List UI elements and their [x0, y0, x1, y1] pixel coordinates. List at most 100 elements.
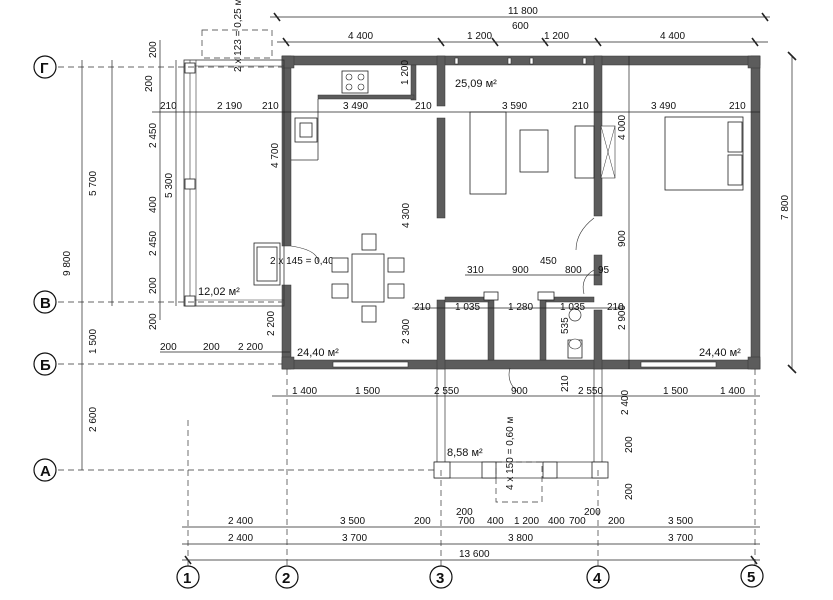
wall-axis3-mid: [436, 117, 446, 219]
dim-bottom-total: 13 600: [459, 549, 490, 560]
chair: [331, 283, 349, 299]
dim-210g: 210: [607, 302, 624, 313]
axis-marker-1: [176, 565, 200, 589]
wall-right: [750, 55, 761, 370]
dim-bottom-row1-9: 3 500: [668, 516, 693, 527]
window-3: [529, 57, 534, 65]
dim-ver-200b: 200: [148, 277, 159, 294]
stove: [341, 70, 369, 94]
dims-lower: 200 200 2 200 1 400 1 500 2 550 900 2 55…: [160, 342, 760, 565]
post: [747, 55, 761, 69]
axis-label-B: Б: [40, 357, 51, 374]
dim-b-2550a: 2 550: [434, 386, 459, 397]
axis-marker-V: [33, 290, 57, 314]
window-bottom-left: [332, 361, 409, 368]
walls: [281, 55, 761, 370]
axis-marker-3: [429, 565, 453, 589]
dim-left-1500: 1 500: [88, 329, 99, 354]
dim-right-total: 7 800: [780, 195, 791, 220]
dim-bottom-row1-3: 700: [458, 516, 475, 527]
axis-marker-5: [740, 564, 764, 588]
dim-top-total: 11 800: [508, 6, 538, 17]
dim-lower-200a: 200: [160, 342, 177, 353]
sink-basin: [299, 122, 313, 138]
dim-top-seg3: 600: [512, 21, 529, 32]
dim-lower-200b: 200: [203, 342, 220, 353]
dim-top-seg4: 1 200: [544, 31, 569, 42]
dim-1035b: 1 035: [560, 302, 585, 313]
chair: [387, 283, 405, 299]
dim-left-2200: 2 200: [266, 311, 277, 336]
wall-axis3-low: [436, 299, 446, 370]
dim-lower-2200: 2 200: [238, 342, 263, 353]
dim-bottom-row1-5: 1 200: [514, 516, 539, 527]
beam-note-porch: 4 x 150 = 0,60 м: [505, 417, 516, 490]
dim-ver-400: 400: [148, 196, 159, 213]
dim-b-1500b: 1 500: [663, 386, 688, 397]
dim-b-1400: 1 400: [292, 386, 317, 397]
post: [747, 356, 761, 370]
dim-col-210a: 210: [160, 101, 177, 112]
dim-porch-200a: 200: [624, 436, 635, 453]
dim-800: 800: [565, 265, 582, 276]
dim-bottom-row2-3: 3 700: [668, 533, 693, 544]
dim-col-210b: 210: [262, 101, 279, 112]
beam-note-top: 2 x 123 = 0,25 м: [233, 0, 244, 72]
washbasin: [568, 308, 582, 322]
porch-post: [481, 461, 497, 479]
dim-b-900: 900: [511, 386, 528, 397]
post: [281, 356, 295, 370]
veranda-post: [184, 295, 196, 307]
window-1: [454, 57, 459, 65]
dim-bottom-row1-6: 400: [548, 516, 565, 527]
dim-1200-small: 1 200: [400, 60, 411, 85]
dim-left-2600: 2 600: [88, 407, 99, 432]
area-bedroom: 24,40 м²: [699, 347, 741, 359]
dim-top-seg5: 4 400: [660, 31, 685, 42]
dim-ver-200c: 200: [148, 313, 159, 330]
furniture: [290, 70, 744, 393]
dim-95: 95: [598, 265, 610, 276]
dim-450: 450: [540, 256, 557, 267]
dim-left-5700: 5 700: [88, 171, 99, 196]
porch-beam-outline: [495, 461, 543, 503]
dim-b-2550b: 2 550: [578, 386, 603, 397]
dim-living-h2: 2 300: [401, 319, 412, 344]
veranda-chair-seat: [256, 246, 278, 282]
dim-b-2400: 2 400: [620, 390, 631, 415]
axis-label-V: В: [40, 295, 51, 312]
dim-b-1500: 1 500: [355, 386, 380, 397]
partition-kitchen: [410, 64, 417, 101]
dim-bottom-row2-0: 2 400: [228, 533, 253, 544]
dim-bottom-row1-1: 3 500: [340, 516, 365, 527]
chair: [361, 233, 377, 251]
dim-bottom-row1-4: 400: [487, 516, 504, 527]
wall-axis3-top: [436, 55, 446, 107]
dim-bottom-row1-8: 200: [608, 516, 625, 527]
dim-210f: 210: [414, 302, 431, 313]
axis-label-A: А: [40, 463, 51, 480]
axis-label-1: 1: [183, 570, 191, 587]
dim-1035a: 1 035: [455, 302, 480, 313]
window-4: [582, 57, 587, 65]
dim-col-210e: 210: [729, 101, 746, 112]
post: [281, 55, 295, 69]
dim-1280: 1 280: [508, 302, 533, 313]
pillow: [727, 121, 743, 153]
veranda-post: [184, 62, 196, 74]
dim-900a: 900: [512, 265, 529, 276]
axis-label-G: Г: [40, 60, 49, 77]
dim-bed-h2: 900: [617, 230, 628, 247]
kitchen-counter-edge: [317, 94, 415, 100]
dims-top: 11 800 4 400 1 200 600 1 200 4 400 210 2…: [152, 6, 770, 113]
axis-label-4: 4: [593, 570, 602, 587]
dim-bottom-row1-2: 200: [414, 516, 431, 527]
porch-post: [591, 461, 609, 479]
porch: 4 x 150 = 0,60 м: [433, 369, 609, 503]
dim-top-seg1: 4 400: [348, 31, 373, 42]
axis-marker-G: [33, 55, 57, 79]
dim-left-9800: 9 800: [62, 251, 73, 276]
wall-left-upper: [281, 55, 292, 247]
dims-right: 7 800 4 000 900 2 900: [617, 51, 797, 374]
